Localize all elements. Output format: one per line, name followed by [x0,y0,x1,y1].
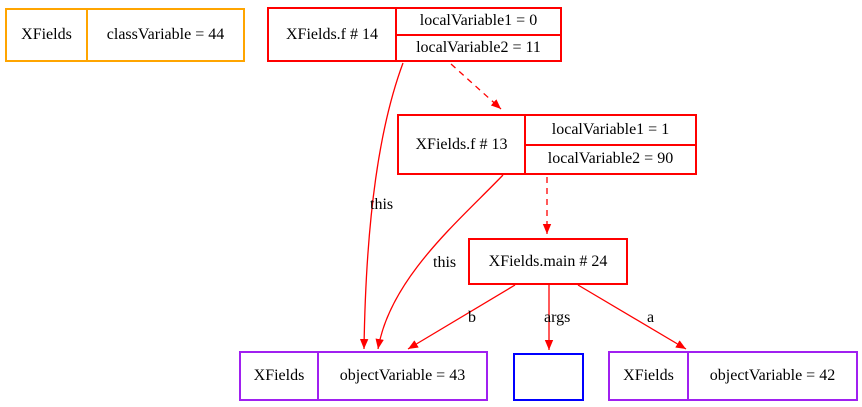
static-class-field-cell: classVariable = 44 [86,10,243,60]
frame-main-title-cell: XFields.main # 24 [488,252,608,270]
frame-f14-title-cell: XFields.f # 14 [286,25,378,43]
frame-f14-local1-cell: localVariable1 = 0 [419,12,538,30]
edge-a-main-to-object42 [577,284,687,350]
node-empty-args-target [513,353,584,401]
object-43-class-cell: XFields [253,367,305,384]
node-object-43: XFields objectVariable = 43 [239,351,488,401]
node-static-class: XFields classVariable = 44 [5,8,245,62]
edge-b-main-to-object43 [407,284,516,350]
edge-this-f14-to-object43 [359,62,404,350]
node-frame-f14: XFields.f # 14 localVariable1 = 0 localV… [267,7,562,62]
object-43-field-cell: objectVariable = 43 [317,353,486,399]
node-frame-f13: XFields.f # 13 localVariable1 = 1 localV… [397,114,697,175]
object-42-class-cell: XFields [623,367,674,384]
frame-f13-title-cell: XFields.f # 13 [415,135,508,153]
node-frame-main: XFields.main # 24 [468,238,628,285]
edge-label-this-f13: this [433,254,457,271]
frame-f14-local2-cell: localVariable2 = 11 [397,33,560,61]
node-object-42: XFields objectVariable = 42 [608,351,858,401]
frame-f13-local1-cell: localVariable1 = 1 [551,120,670,138]
frame-f13-local2-cell: localVariable2 = 90 [526,143,695,174]
edge-this-f13-to-object43 [375,174,504,350]
edge-label-a: a [647,309,655,326]
edge-label-b: b [468,309,476,326]
edge-label-this-f14: this [370,196,394,213]
edge-caller-f14-to-f13 [450,63,502,110]
edge-label-args: args [544,309,571,326]
object-42-field-cell: objectVariable = 42 [687,353,856,399]
static-class-name-cell: XFields [21,26,72,43]
